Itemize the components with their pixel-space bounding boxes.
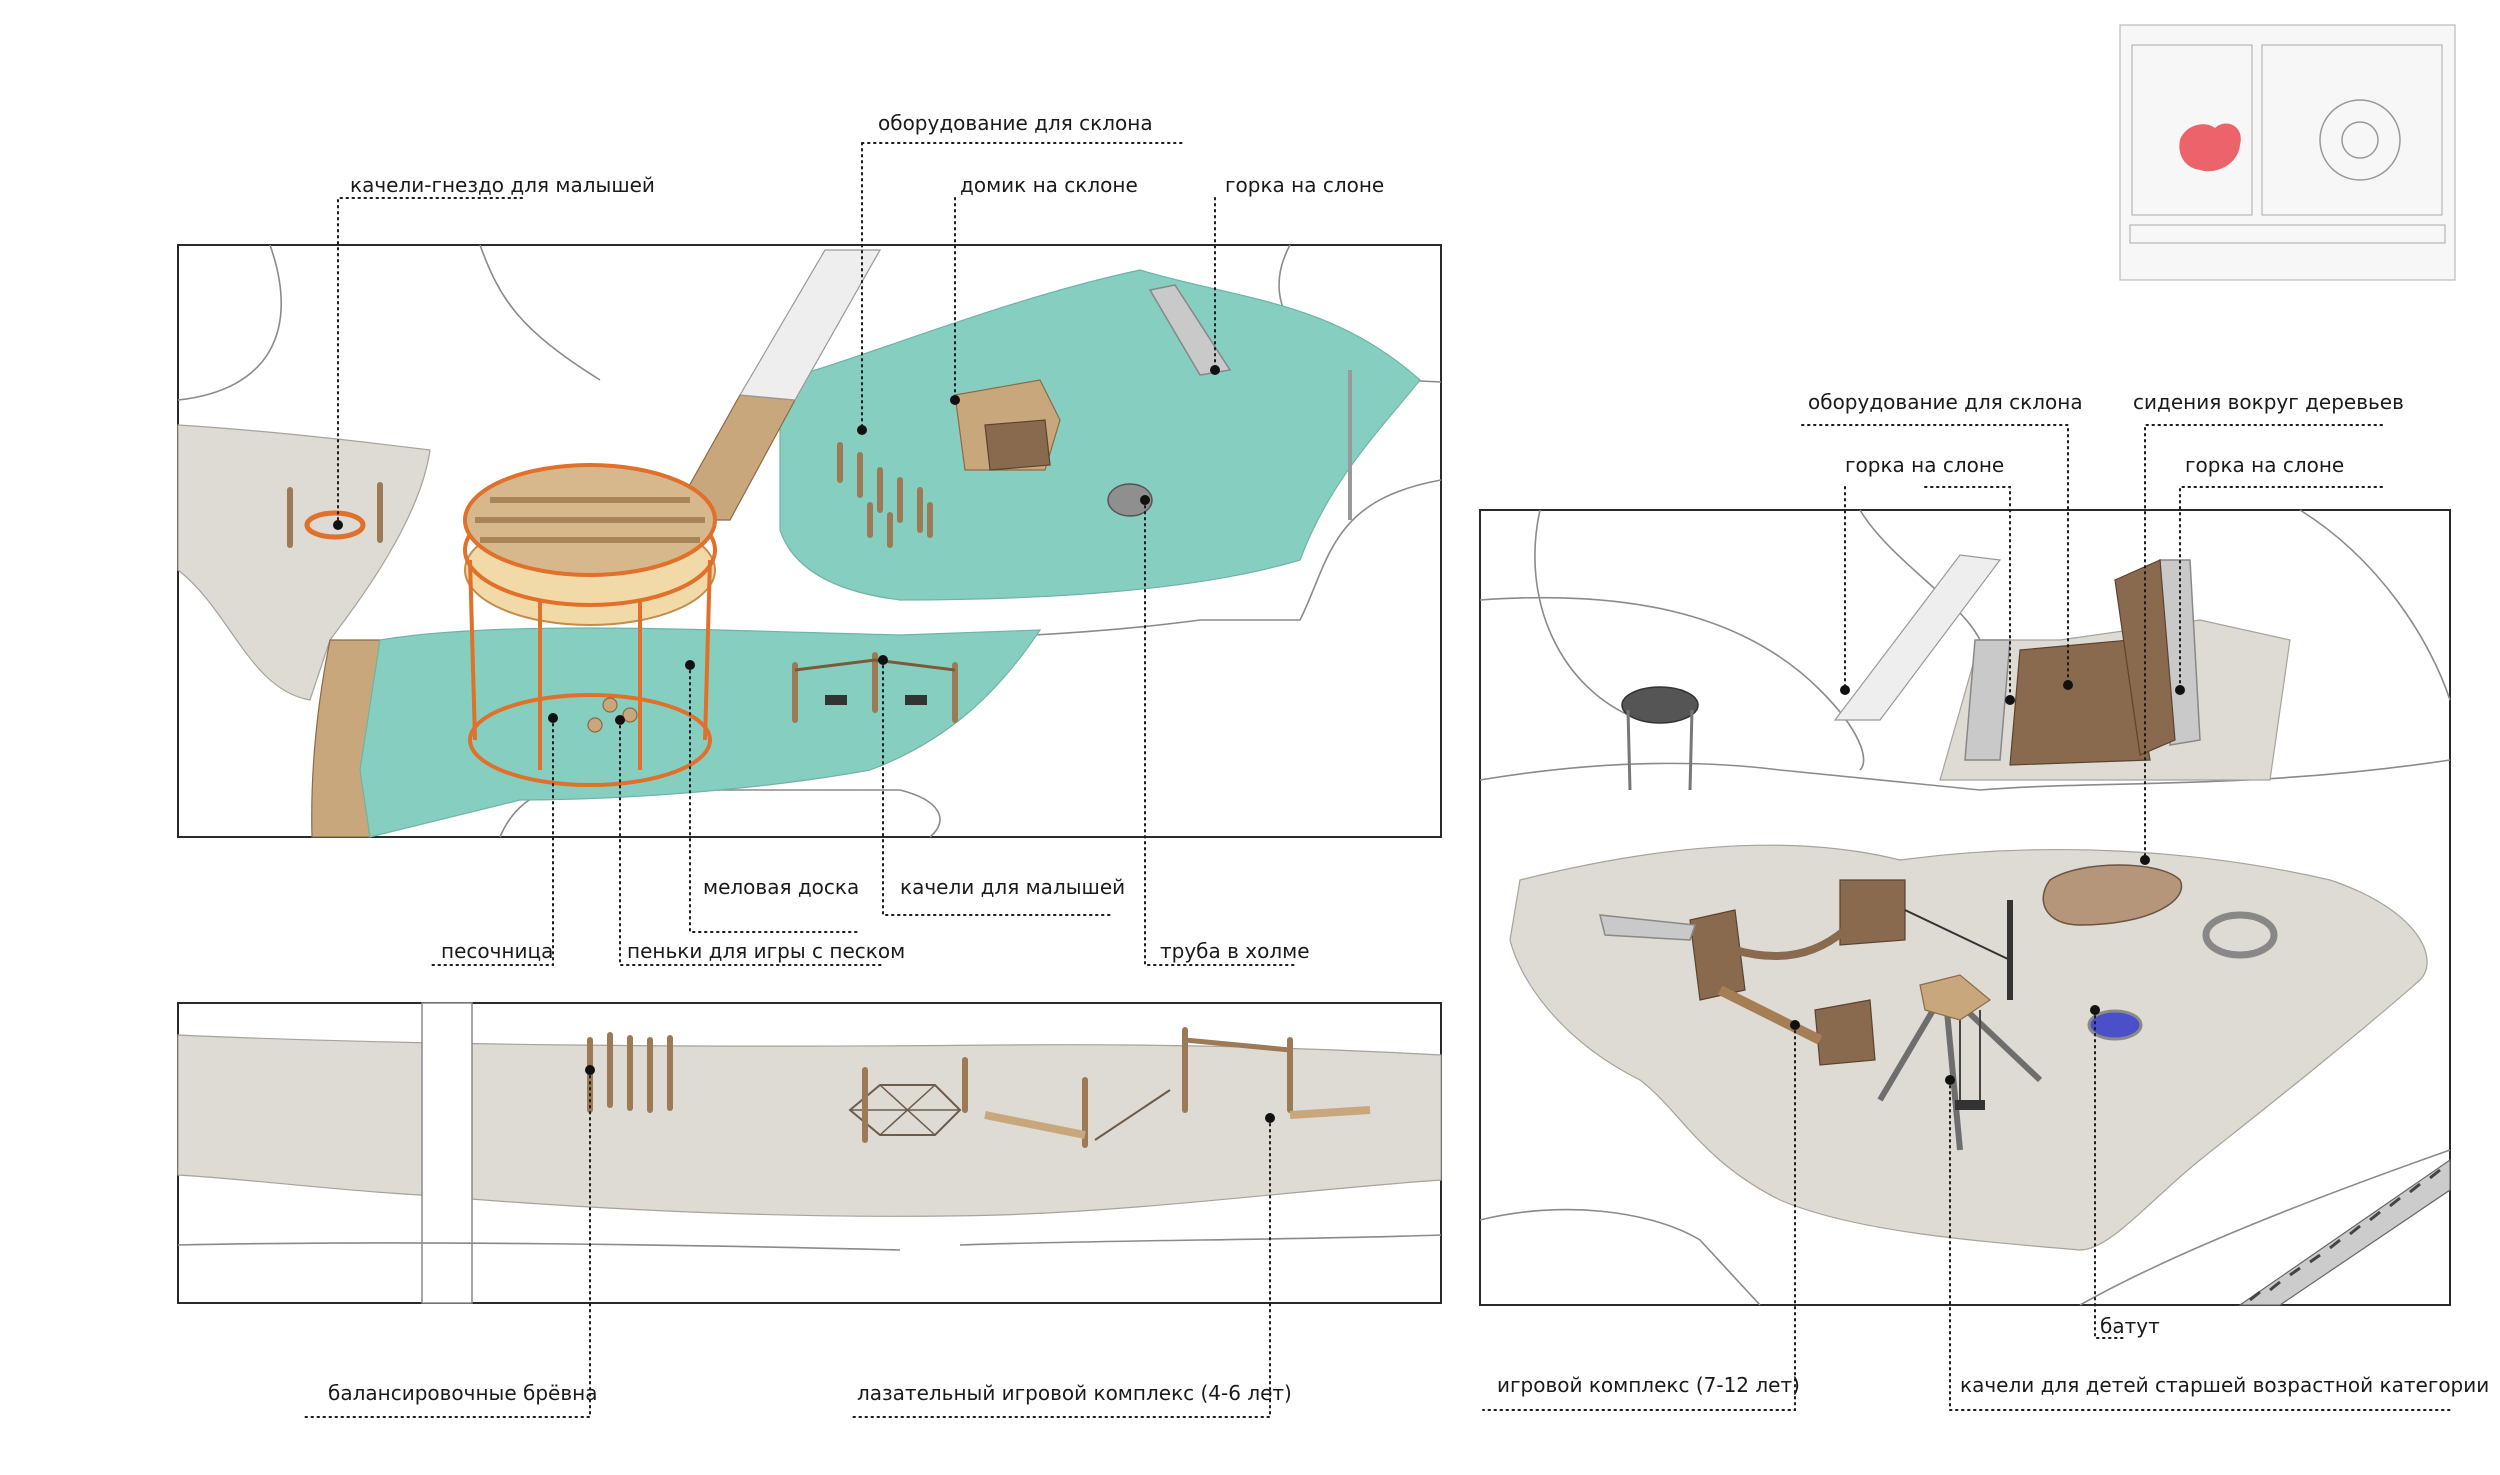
panel-climbing-strip — [177, 1002, 1442, 1304]
callout-labels: качели-гнездо для малышей оборудование д… — [328, 111, 2489, 1405]
label-slide-right-2: горка на слоне — [2185, 453, 2344, 477]
rubber-surface-lower — [359, 627, 1042, 838]
rubber-surface-hill — [779, 269, 1421, 601]
label-slope-equipment-top: оборудование для склона — [878, 111, 1153, 135]
label-hill-tube: труба в холме — [1160, 939, 1310, 963]
locator-map — [2119, 24, 2456, 281]
baby-swings — [792, 652, 958, 723]
label-tree-seats: сидения вокруг деревьев — [2133, 390, 2404, 414]
label-slope-house: домик на склоне — [960, 173, 1138, 197]
slope-house — [954, 379, 1061, 471]
round-pergola — [463, 463, 717, 787]
slope-posts — [837, 442, 933, 548]
label-nest-swing: качели-гнездо для малышей — [350, 173, 655, 197]
label-chalk-board: меловая доска — [703, 875, 859, 899]
tree-seat — [2042, 864, 2183, 926]
label-older-swings: качели для детей старшей возрастной кате… — [1960, 1373, 2489, 1397]
label-baby-swings: качели для малышей — [900, 875, 1125, 899]
play-complex — [1599, 879, 2013, 1066]
sand-stumps — [587, 697, 638, 733]
gravel-strip — [177, 1034, 1442, 1217]
label-play-complex: игровой комплекс (7-12 лет) — [1497, 1373, 1800, 1397]
gravel-area — [177, 424, 431, 701]
small-pergola — [1621, 686, 1699, 791]
label-slope-equipment-right: оборудование для склона — [1808, 390, 2083, 414]
fence — [2238, 1158, 2451, 1306]
trampoline — [2087, 1009, 2143, 1041]
panel-complex-area — [1479, 509, 2451, 1306]
panel-slope-area — [177, 244, 1442, 838]
leader-lines — [304, 142, 2451, 1418]
label-slide-right-1: горка на слоне — [1845, 453, 2004, 477]
nest-swing — [287, 482, 383, 548]
label-trampoline: батут — [2100, 1314, 2160, 1338]
label-balance-logs: балансировочные брёвна — [328, 1381, 597, 1405]
climbing-complex — [848, 1027, 1371, 1148]
hill-tube — [1107, 483, 1153, 517]
label-slide-top: горка на слоне — [1225, 173, 1384, 197]
leader-dots — [333, 365, 2185, 1123]
locator-highlight — [2179, 123, 2241, 172]
label-climbing-complex: лазательный игровой комплекс (4-6 лет) — [857, 1381, 1292, 1405]
label-sandbox: песочница — [441, 939, 553, 963]
hill-slide — [1148, 284, 1232, 376]
older-swings — [1877, 974, 2043, 1151]
label-stumps: пеньки для игры с песком — [627, 939, 905, 963]
